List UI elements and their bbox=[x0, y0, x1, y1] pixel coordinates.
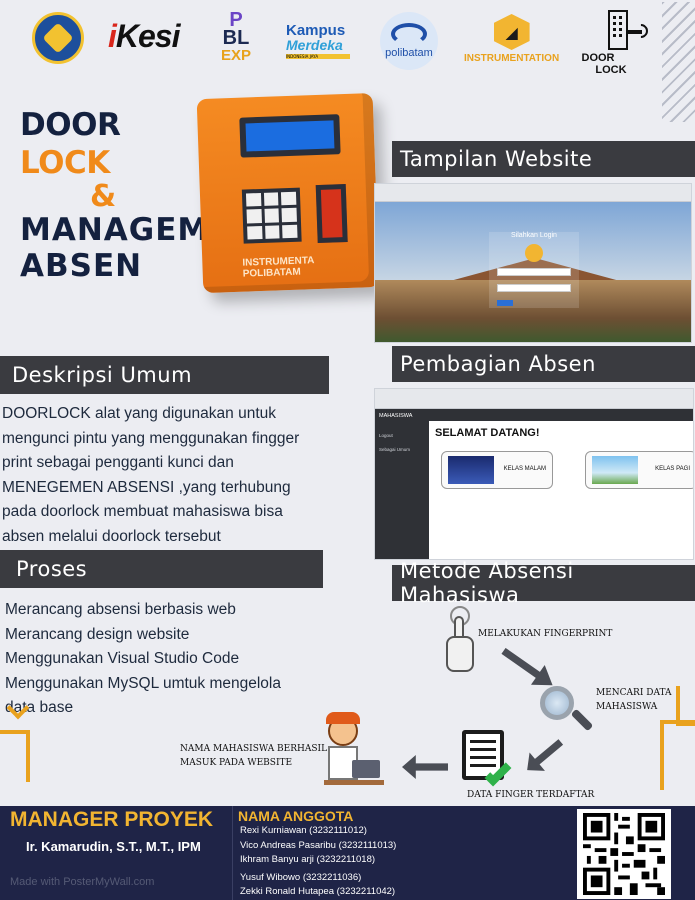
student-laptop-icon bbox=[318, 712, 384, 788]
device-keypad bbox=[241, 187, 302, 244]
section-header-deskripsi: Deskripsi Umum bbox=[0, 356, 329, 394]
flow-arrow bbox=[519, 733, 568, 780]
polibatam-emblem-icon bbox=[525, 244, 543, 262]
magnifier-search-icon bbox=[540, 686, 594, 738]
kampus-merdeka-logo: Kampus Merdeka INDONESIA JAYA bbox=[286, 23, 350, 59]
absen-dashboard-screenshot: MAHASISWA Logout Sebagai Umum SELAMAT DA… bbox=[374, 388, 694, 560]
flow-step-cari-data: MENCARI DATA MAHASISWA bbox=[596, 688, 672, 712]
qr-code[interactable] bbox=[577, 809, 671, 899]
fingerprint-slot bbox=[315, 184, 348, 244]
decorative-gold-line bbox=[660, 720, 695, 790]
website-login-screenshot: Silahkan Login bbox=[374, 183, 692, 343]
kelas-malam-card: KELAS MALAM bbox=[441, 451, 553, 489]
polibatam-logo: polibatam bbox=[380, 12, 438, 70]
manager-title: MANAGER PROYEK bbox=[10, 808, 214, 831]
password-field bbox=[497, 284, 571, 292]
tut-wuri-handayani-logo bbox=[32, 12, 84, 64]
section-header-absen: Pembagian Absen bbox=[392, 346, 695, 382]
decorative-gold-line bbox=[0, 730, 30, 782]
kelas-pagi-card: KELAS PAGI bbox=[585, 451, 693, 489]
section-header-metode: Metode Absensi Mahasiswa bbox=[392, 559, 695, 607]
team-title: NAMA ANGGOTA bbox=[238, 808, 354, 824]
flow-step-terdaftar: DATA FINGER TERDAFTAR bbox=[467, 790, 595, 800]
pbl-expo-logo: P BL EXP bbox=[220, 9, 251, 64]
flow-step-masuk-website: NAMA MAHASISWA BERHASIL MASUK PADA WEBSI… bbox=[180, 744, 328, 768]
instrumentation-logo: ◢ INSTRUMENTATION bbox=[464, 14, 559, 64]
section-header-website: Tampilan Website bbox=[392, 141, 695, 177]
dashboard-sidebar: MAHASISWA Logout Sebagai Umum bbox=[375, 409, 429, 559]
document-check-icon bbox=[460, 730, 520, 790]
made-with-credit: Made with PosterMyWall.com bbox=[10, 876, 155, 888]
team-member: Zekki Ronald Hutapea (3232211042) bbox=[240, 886, 396, 897]
username-field bbox=[497, 268, 571, 276]
poster-title: DOOR LOCK & MANAGEMEN ABSEN bbox=[20, 107, 259, 284]
team-member: Ikhram Banyu arji (3232211018) bbox=[240, 854, 376, 865]
welcome-heading: SELAMAT DATANG! bbox=[435, 427, 540, 439]
manager-name: Ir. Kamarudin, S.T., M.T., IPM bbox=[26, 839, 201, 854]
deskripsi-text: DOORLOCK alat yang digunakan untuk mengu… bbox=[2, 405, 300, 545]
decorative-gold-line bbox=[676, 686, 695, 726]
decorative-stripes bbox=[662, 2, 695, 122]
flow-arrow bbox=[402, 755, 448, 779]
device-screen bbox=[239, 114, 341, 158]
login-panel: Silahkan Login bbox=[489, 232, 579, 308]
flow-step-fingerprint: MELAKUKAN FINGERPRINT bbox=[478, 629, 613, 639]
footer-divider bbox=[232, 806, 233, 900]
section-header-proses: Proses bbox=[0, 550, 323, 588]
browser-chrome bbox=[375, 184, 691, 202]
team-member: Vico Andreas Pasaribu (3232111013) bbox=[240, 840, 397, 851]
login-button bbox=[497, 300, 513, 306]
team-member: Rexi Kurniawan (3232111012) bbox=[240, 825, 367, 836]
team-member: Yusuf Wibowo (3232211036) bbox=[240, 872, 362, 883]
proses-list: Merancang absensi berbasis web Merancang… bbox=[5, 601, 281, 716]
fingerprint-touch-icon bbox=[444, 606, 474, 672]
browser-chrome bbox=[375, 389, 693, 409]
